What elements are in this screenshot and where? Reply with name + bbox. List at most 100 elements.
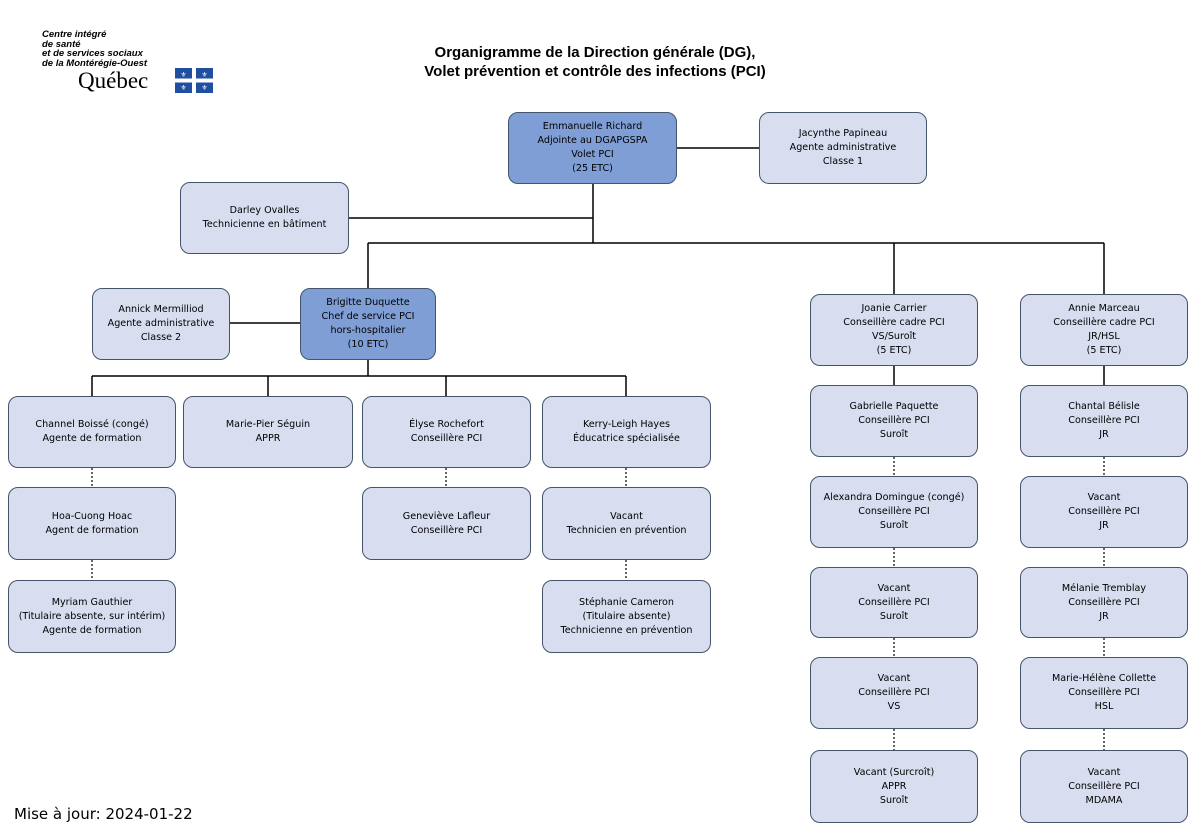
- node-annick-mermilliod: Annick Mermilliod Agente administrative …: [92, 288, 230, 360]
- node-vacant-technicien: Vacant Technicien en prévention: [542, 487, 711, 560]
- node-vacant-suroit: Vacant Conseillère PCI Suroît: [810, 567, 978, 638]
- node-line: Stéphanie Cameron: [578, 596, 674, 608]
- node-line: Gabrielle Paquette: [849, 401, 939, 412]
- node-line: Agente administrative: [107, 318, 215, 329]
- node-line: Conseillère PCI: [410, 433, 483, 444]
- node-line: Suroît: [879, 610, 909, 622]
- logo-line: et de services sociaux: [42, 48, 143, 59]
- node-line: Alexandra Domingue (congé): [823, 492, 965, 503]
- node-line: (5 ETC): [1086, 345, 1122, 356]
- svg-text:⚜: ⚜: [180, 71, 186, 79]
- logo-line: de la Montérégie-Ouest: [42, 57, 148, 69]
- node-line: Brigitte Duquette: [326, 297, 410, 308]
- node-line: Myriam Gauthier: [51, 596, 133, 608]
- node-line: Vacant: [610, 510, 643, 522]
- node-line: Chef de service PCI: [321, 311, 415, 322]
- node-vacant-jr: Vacant Conseillère PCI JR: [1020, 476, 1188, 548]
- node-line: JR: [1099, 520, 1109, 531]
- logo-line: Centre intégré: [42, 29, 107, 40]
- node-line: Vacant: [877, 673, 911, 684]
- node-joanie-carrier: Joanie Carrier Conseillère cadre PCI VS/…: [810, 294, 978, 366]
- node-line: Vacant: [1087, 766, 1121, 778]
- node-line: APPR: [881, 780, 907, 792]
- node-line: Annick Mermilliod: [118, 304, 204, 315]
- node-line: Élyse Rochefort: [409, 419, 484, 430]
- node-line: (5 ETC): [876, 345, 912, 356]
- node-elyse-rochefort: Élyse Rochefort Conseillère PCI: [362, 396, 531, 468]
- node-genevieve-lafleur: Geneviève Lafleur Conseillère PCI: [362, 487, 531, 560]
- node-line: Kerry-Leigh Hayes: [582, 419, 671, 430]
- node-annie-marceau: Annie Marceau Conseillère cadre PCI JR/H…: [1020, 294, 1188, 366]
- node-line: Darley Ovalles: [229, 205, 300, 216]
- node-jacynthe-papineau: Jacynthe Papineau Agente administrative …: [759, 112, 927, 184]
- node-gabrielle-paquette: Gabrielle Paquette Conseillère PCI Suroî…: [810, 385, 978, 457]
- node-line: JR: [1099, 610, 1109, 622]
- node-line: (10 ETC): [347, 339, 389, 350]
- node-line: Conseillère PCI: [1068, 506, 1140, 517]
- ciss-logo: Centre intégré de santé et de services s…: [42, 29, 213, 93]
- node-brigitte-duquette: Brigitte Duquette Chef de service PCI ho…: [300, 288, 436, 360]
- node-line: Conseillère PCI: [858, 687, 930, 698]
- chart-title: Organigramme de la Direction générale (D…: [380, 43, 810, 81]
- node-line: Conseillère PCI: [410, 524, 483, 536]
- node-line: Conseillère PCI: [858, 415, 930, 426]
- node-melanie-tremblay: Mélanie Tremblay Conseillère PCI JR: [1020, 567, 1188, 638]
- node-emmanuelle-richard: Emmanuelle Richard Adjointe au DGAPGSPA …: [508, 112, 677, 184]
- node-channel-boisse: Channel Boissé (congé) Agente de formati…: [8, 396, 176, 468]
- node-line: APPR: [255, 433, 281, 444]
- svg-text:⚜: ⚜: [180, 84, 186, 92]
- node-line: Éducatrice spécialisée: [573, 433, 680, 444]
- node-vacant-mdama: Vacant Conseillère PCI MDAMA: [1020, 750, 1188, 823]
- node-line: Marie-Pier Séguin: [225, 419, 311, 430]
- node-line: Conseillère PCI: [1068, 687, 1140, 698]
- node-line: Adjointe au DGAPGSPA: [537, 135, 648, 146]
- logo-line: de santé: [42, 38, 81, 50]
- node-line: Vacant (Surcroît): [853, 766, 935, 778]
- node-line: VS: [887, 701, 901, 712]
- title-line-1: Organigramme de la Direction générale (D…: [434, 44, 756, 61]
- node-line: Conseillère cadre PCI: [843, 317, 945, 328]
- svg-text:⚜: ⚜: [201, 71, 207, 79]
- node-line: (Titulaire absente): [582, 610, 671, 622]
- svg-text:⚜: ⚜: [201, 84, 207, 92]
- node-chantal-belisle: Chantal Bélisle Conseillère PCI JR: [1020, 385, 1188, 457]
- node-line: Conseillère cadre PCI: [1053, 317, 1155, 328]
- node-line: Technicienne en prévention: [560, 624, 693, 636]
- node-line: Agente administrative: [789, 142, 897, 153]
- node-line: Hoa-Cuong Hoac: [51, 510, 133, 522]
- node-line: Vacant: [1087, 492, 1121, 503]
- node-line: (Titulaire absente, sur intérim): [18, 610, 166, 622]
- node-line: Conseillère PCI: [1068, 415, 1140, 426]
- node-line: Suroît: [879, 520, 909, 531]
- node-line: Channel Boissé (congé): [35, 419, 149, 430]
- node-line: Emmanuelle Richard: [542, 121, 643, 132]
- node-line: Conseillère PCI: [1068, 780, 1140, 792]
- node-line: Chantal Bélisle: [1068, 401, 1140, 412]
- node-line: Suroît: [879, 429, 909, 440]
- node-hoa-cuong-hoac: Hoa-Cuong Hoac Agent de formation: [8, 487, 176, 560]
- node-line: hors-hospitalier: [330, 325, 406, 336]
- node-stephanie-cameron: Stéphanie Cameron (Titulaire absente) Te…: [542, 580, 711, 653]
- node-line: (25 ETC): [572, 163, 613, 174]
- quebec-wordmark: Québec: [78, 68, 149, 93]
- node-line: Vacant: [877, 582, 911, 594]
- node-line: MDAMA: [1085, 794, 1123, 806]
- node-line: Technicien en prévention: [566, 524, 687, 536]
- node-alexandra-domingue: Alexandra Domingue (congé) Conseillère P…: [810, 476, 978, 548]
- node-line: Marie-Hélène Collette: [1051, 673, 1157, 684]
- node-line: Joanie Carrier: [861, 303, 927, 314]
- node-line: JR/HSL: [1088, 331, 1120, 342]
- node-marie-helene-collette: Marie-Hélène Collette Conseillère PCI HS…: [1020, 657, 1188, 729]
- node-line: Annie Marceau: [1068, 303, 1140, 314]
- node-line: Agente de formation: [42, 624, 142, 636]
- node-line: JR: [1099, 429, 1109, 440]
- node-line: Conseillère PCI: [858, 596, 930, 608]
- quebec-flag-icon: ⚜ ⚜ ⚜ ⚜: [175, 68, 213, 93]
- node-kerry-leigh-hayes: Kerry-Leigh Hayes Éducatrice spécialisée: [542, 396, 711, 468]
- node-line: Mélanie Tremblay: [1061, 582, 1147, 594]
- update-date: Mise à jour: 2024-01-22: [14, 805, 193, 823]
- node-vacant-vs: Vacant Conseillère PCI VS: [810, 657, 978, 729]
- node-marie-pier-seguin: Marie-Pier Séguin APPR: [183, 396, 353, 468]
- node-darley-ovalles: Darley Ovalles Technicienne en bâtiment: [180, 182, 349, 254]
